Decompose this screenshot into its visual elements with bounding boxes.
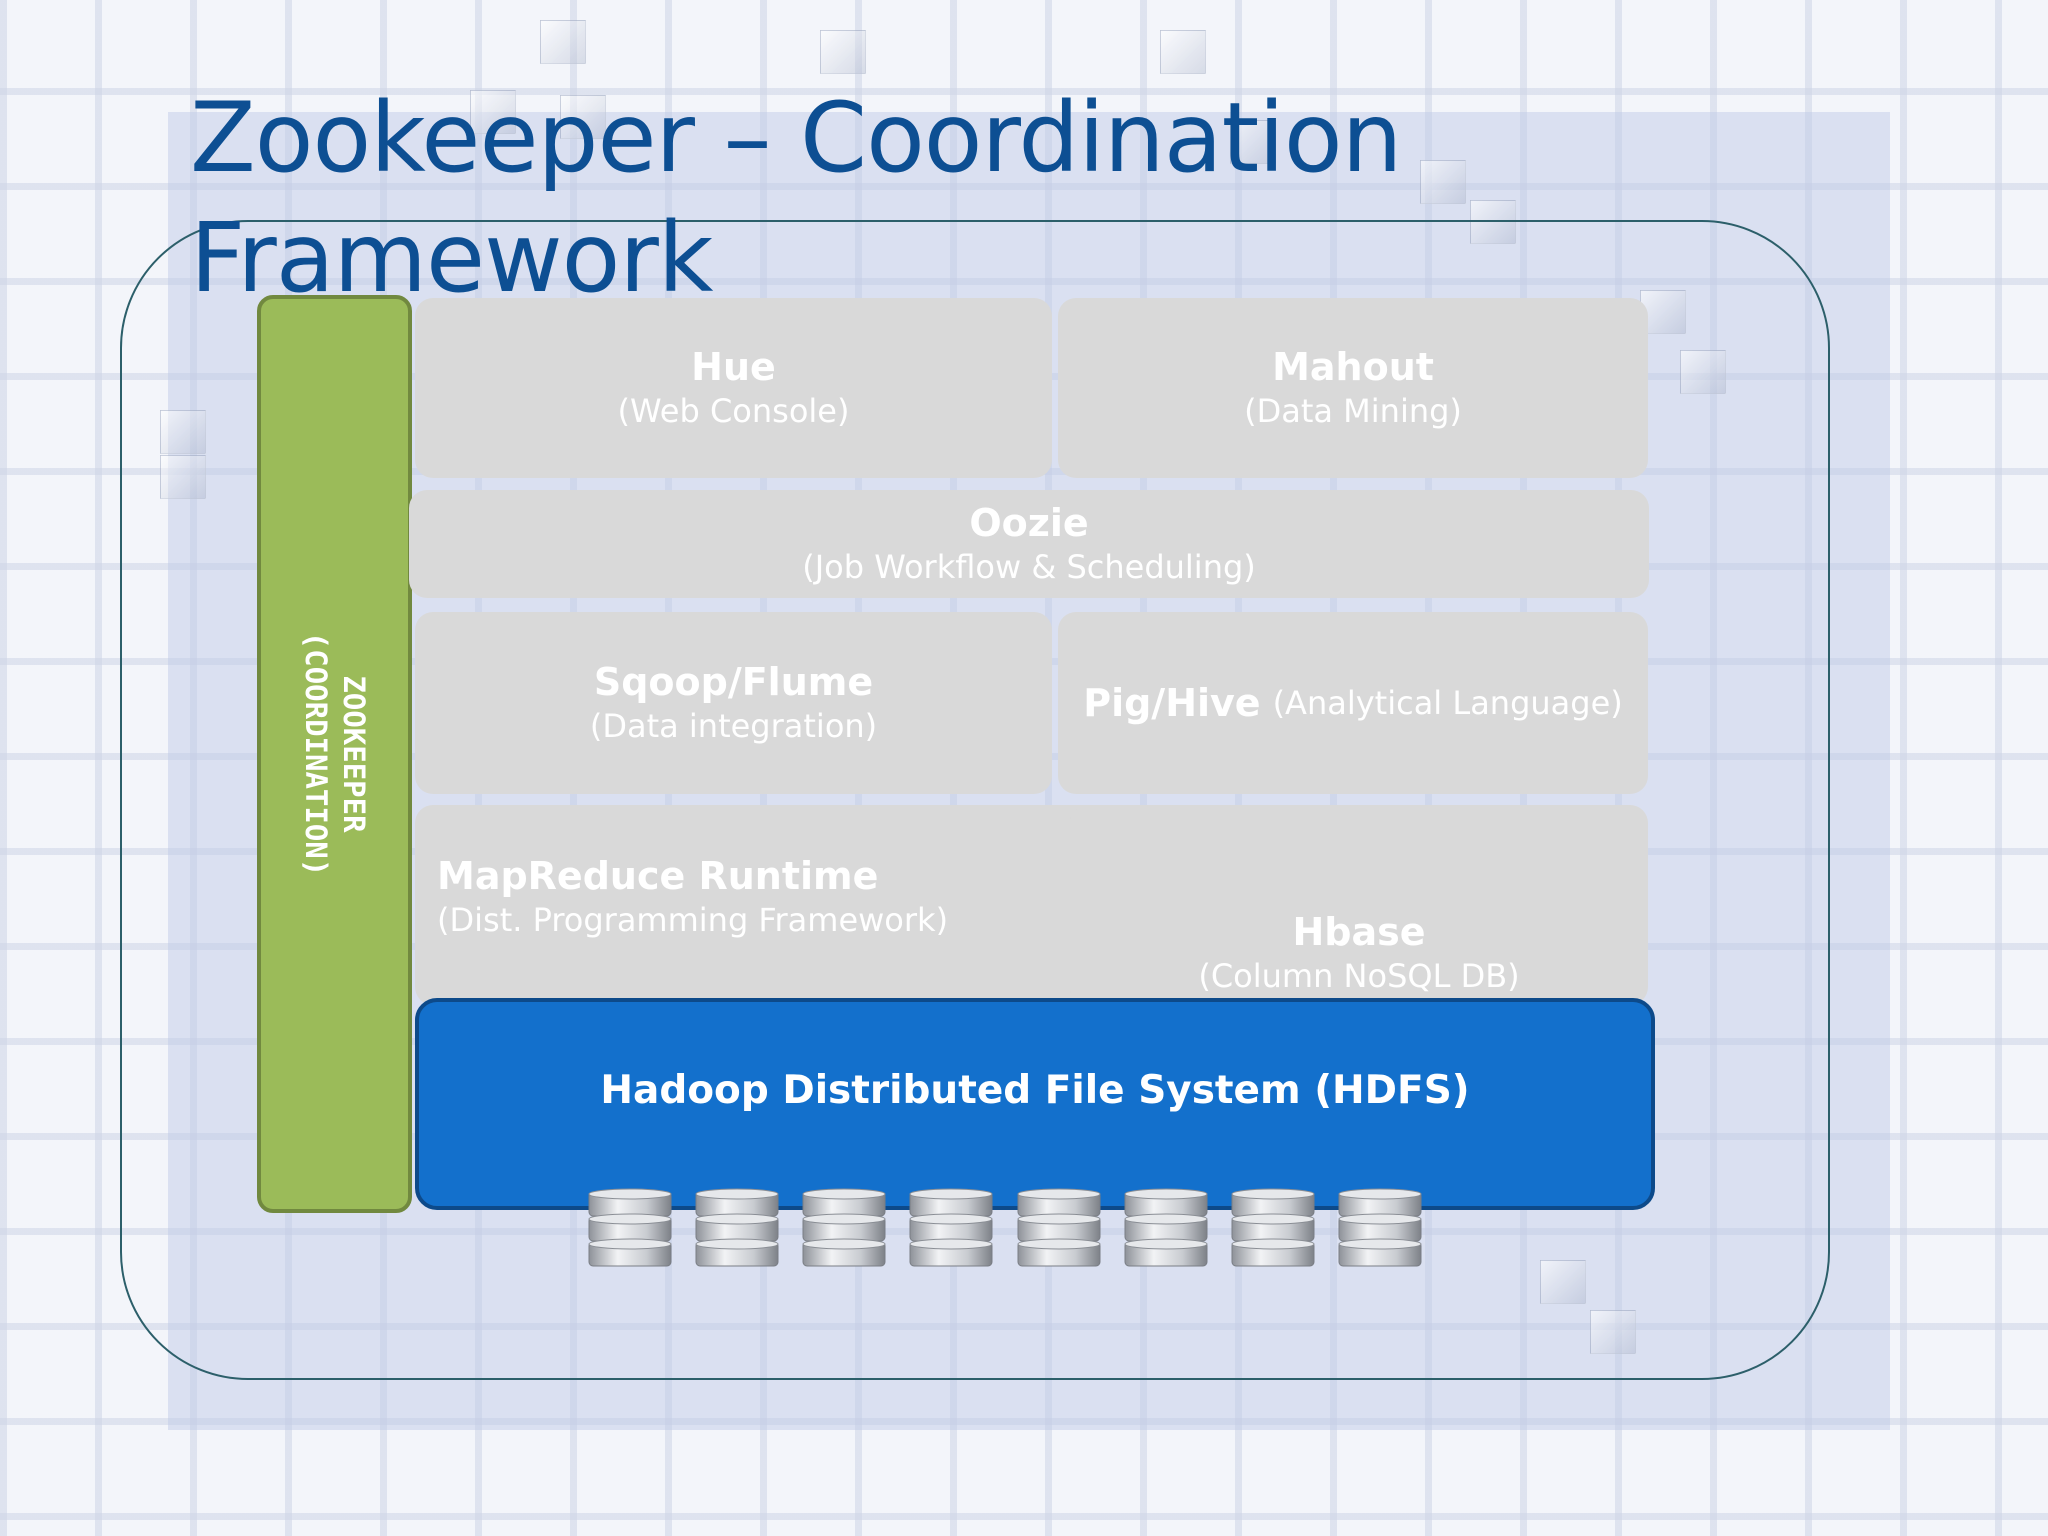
decor-block (1470, 200, 1516, 244)
component-name: Sqoop/Flume (593, 660, 874, 704)
diagram-frame (120, 220, 1830, 1380)
component-oozie: Oozie (Job Workflow & Scheduling) (409, 490, 1649, 598)
component-desc: (Dist. Programming Framework) (437, 901, 949, 939)
component-name: Mahout (1272, 345, 1434, 389)
decor-block (160, 410, 206, 454)
component-hue: Hue (Web Console) (415, 298, 1052, 478)
page-title: Zookeeper – Coordination Framework (190, 82, 1402, 314)
component-mapreduce: MapReduce Runtime (Dist. Programming Fra… (415, 805, 1115, 1005)
component-desc: (Data Mining) (1244, 392, 1462, 430)
decor-block (1420, 160, 1466, 204)
zookeeper-label: Zookeeper (coordination) (297, 624, 373, 884)
component-desc: (Column NoSQL DB) (1198, 957, 1520, 995)
zookeeper-desc: (coordination) (298, 631, 333, 877)
decor-block (1230, 120, 1276, 164)
decor-block (160, 455, 206, 499)
component-pig-hive: Pig/Hive (Analytical Language) (1058, 612, 1648, 794)
database-disk-icon (802, 1188, 886, 1267)
decor-block (1540, 1260, 1586, 1304)
decor-block (560, 95, 606, 139)
component-desc: (Data integration) (589, 707, 878, 745)
component-sqoop-flume: Sqoop/Flume (Data integration) (415, 612, 1052, 794)
decor-block (820, 30, 866, 74)
component-name: Oozie (969, 501, 1089, 545)
disk-array (585, 1182, 1425, 1272)
component-hbase: Hbase (Column NoSQL DB) (1070, 805, 1648, 1005)
decor-block (470, 90, 516, 134)
zookeeper-name: Zookeeper (336, 675, 371, 833)
database-disk-icon (1338, 1188, 1422, 1267)
decor-block (1160, 30, 1206, 74)
component-desc: (Web Console) (617, 392, 850, 430)
database-disk-icon (909, 1188, 993, 1267)
component-name: MapReduce Runtime (437, 854, 879, 898)
database-disk-icon (1231, 1188, 1315, 1267)
component-name: Hue (691, 345, 776, 389)
database-disk-icon (1124, 1188, 1208, 1267)
component-name: Pig/Hive (1083, 681, 1261, 725)
decor-block (1680, 350, 1726, 394)
decor-block (1590, 1310, 1636, 1354)
component-desc: (Analytical Language) (1272, 684, 1623, 722)
zookeeper-bar: Zookeeper (coordination) (257, 295, 412, 1213)
component-desc: (Job Workflow & Scheduling) (802, 548, 1256, 586)
decor-block (540, 20, 586, 64)
database-disk-icon (695, 1188, 779, 1267)
hdfs-label: Hadoop Distributed File System (HDFS) (600, 1067, 1470, 1113)
database-disk-icon (588, 1188, 672, 1267)
database-disk-icon (1017, 1188, 1101, 1267)
component-name: Hbase (1292, 910, 1426, 954)
hdfs-layer: Hadoop Distributed File System (HDFS) (415, 998, 1655, 1210)
component-mahout: Mahout (Data Mining) (1058, 298, 1648, 478)
